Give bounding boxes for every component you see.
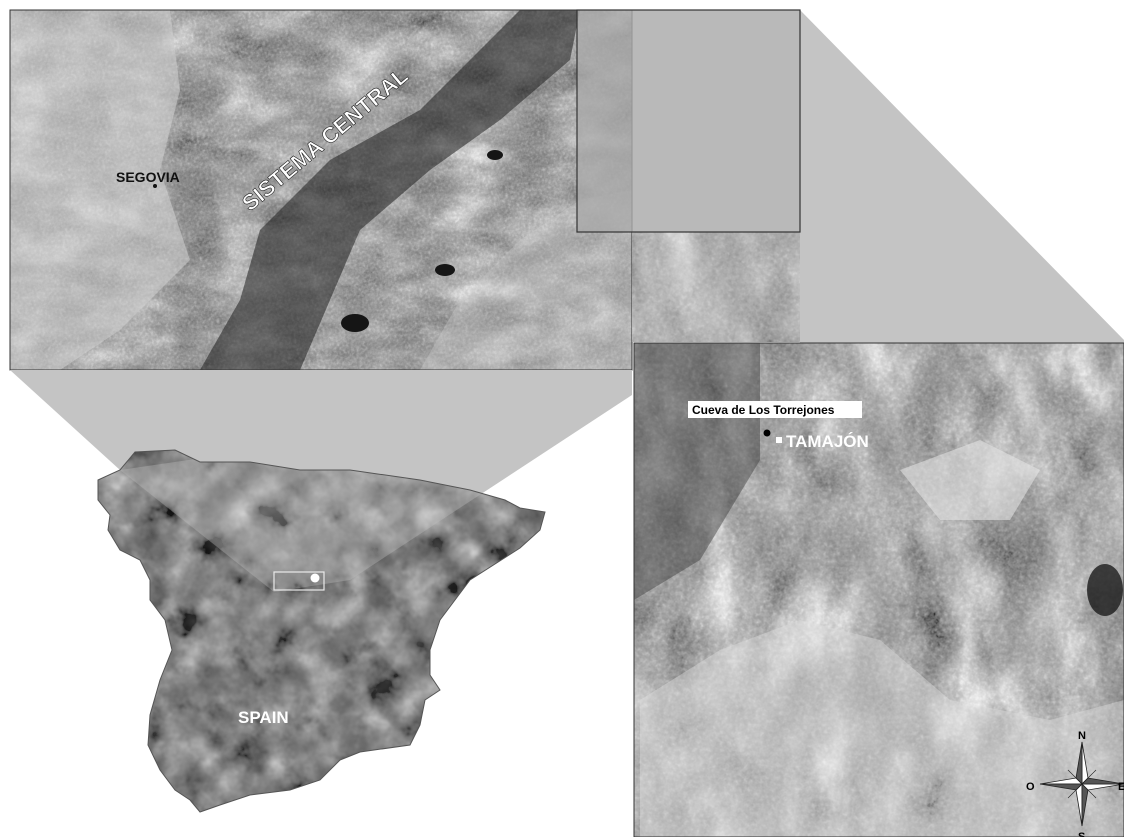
compass-north: N (1078, 730, 1086, 742)
segovia-point (153, 184, 157, 188)
compass-rose: N S E O (1026, 730, 1124, 837)
tamajon-point (776, 437, 782, 443)
segovia-label: SEGOVIA (116, 169, 180, 185)
compass-west: O (1026, 781, 1035, 793)
cueva-point (763, 429, 771, 437)
cueva-label: Cueva de Los Torrejones (692, 403, 835, 417)
compass-south: S (1078, 831, 1085, 837)
cueva-label-box (688, 401, 862, 418)
study-site-marker (310, 573, 320, 583)
inset-extension (632, 232, 800, 342)
compass-east: E (1118, 781, 1124, 793)
detail-extent-box (576, 9, 801, 233)
sistema-central-panel (9, 9, 633, 371)
tamajon-detail-panel (633, 342, 1124, 837)
spain-label: SPAIN (238, 708, 289, 727)
tamajon-label: TAMAJÓN (786, 432, 869, 451)
study-area-box (273, 571, 325, 591)
